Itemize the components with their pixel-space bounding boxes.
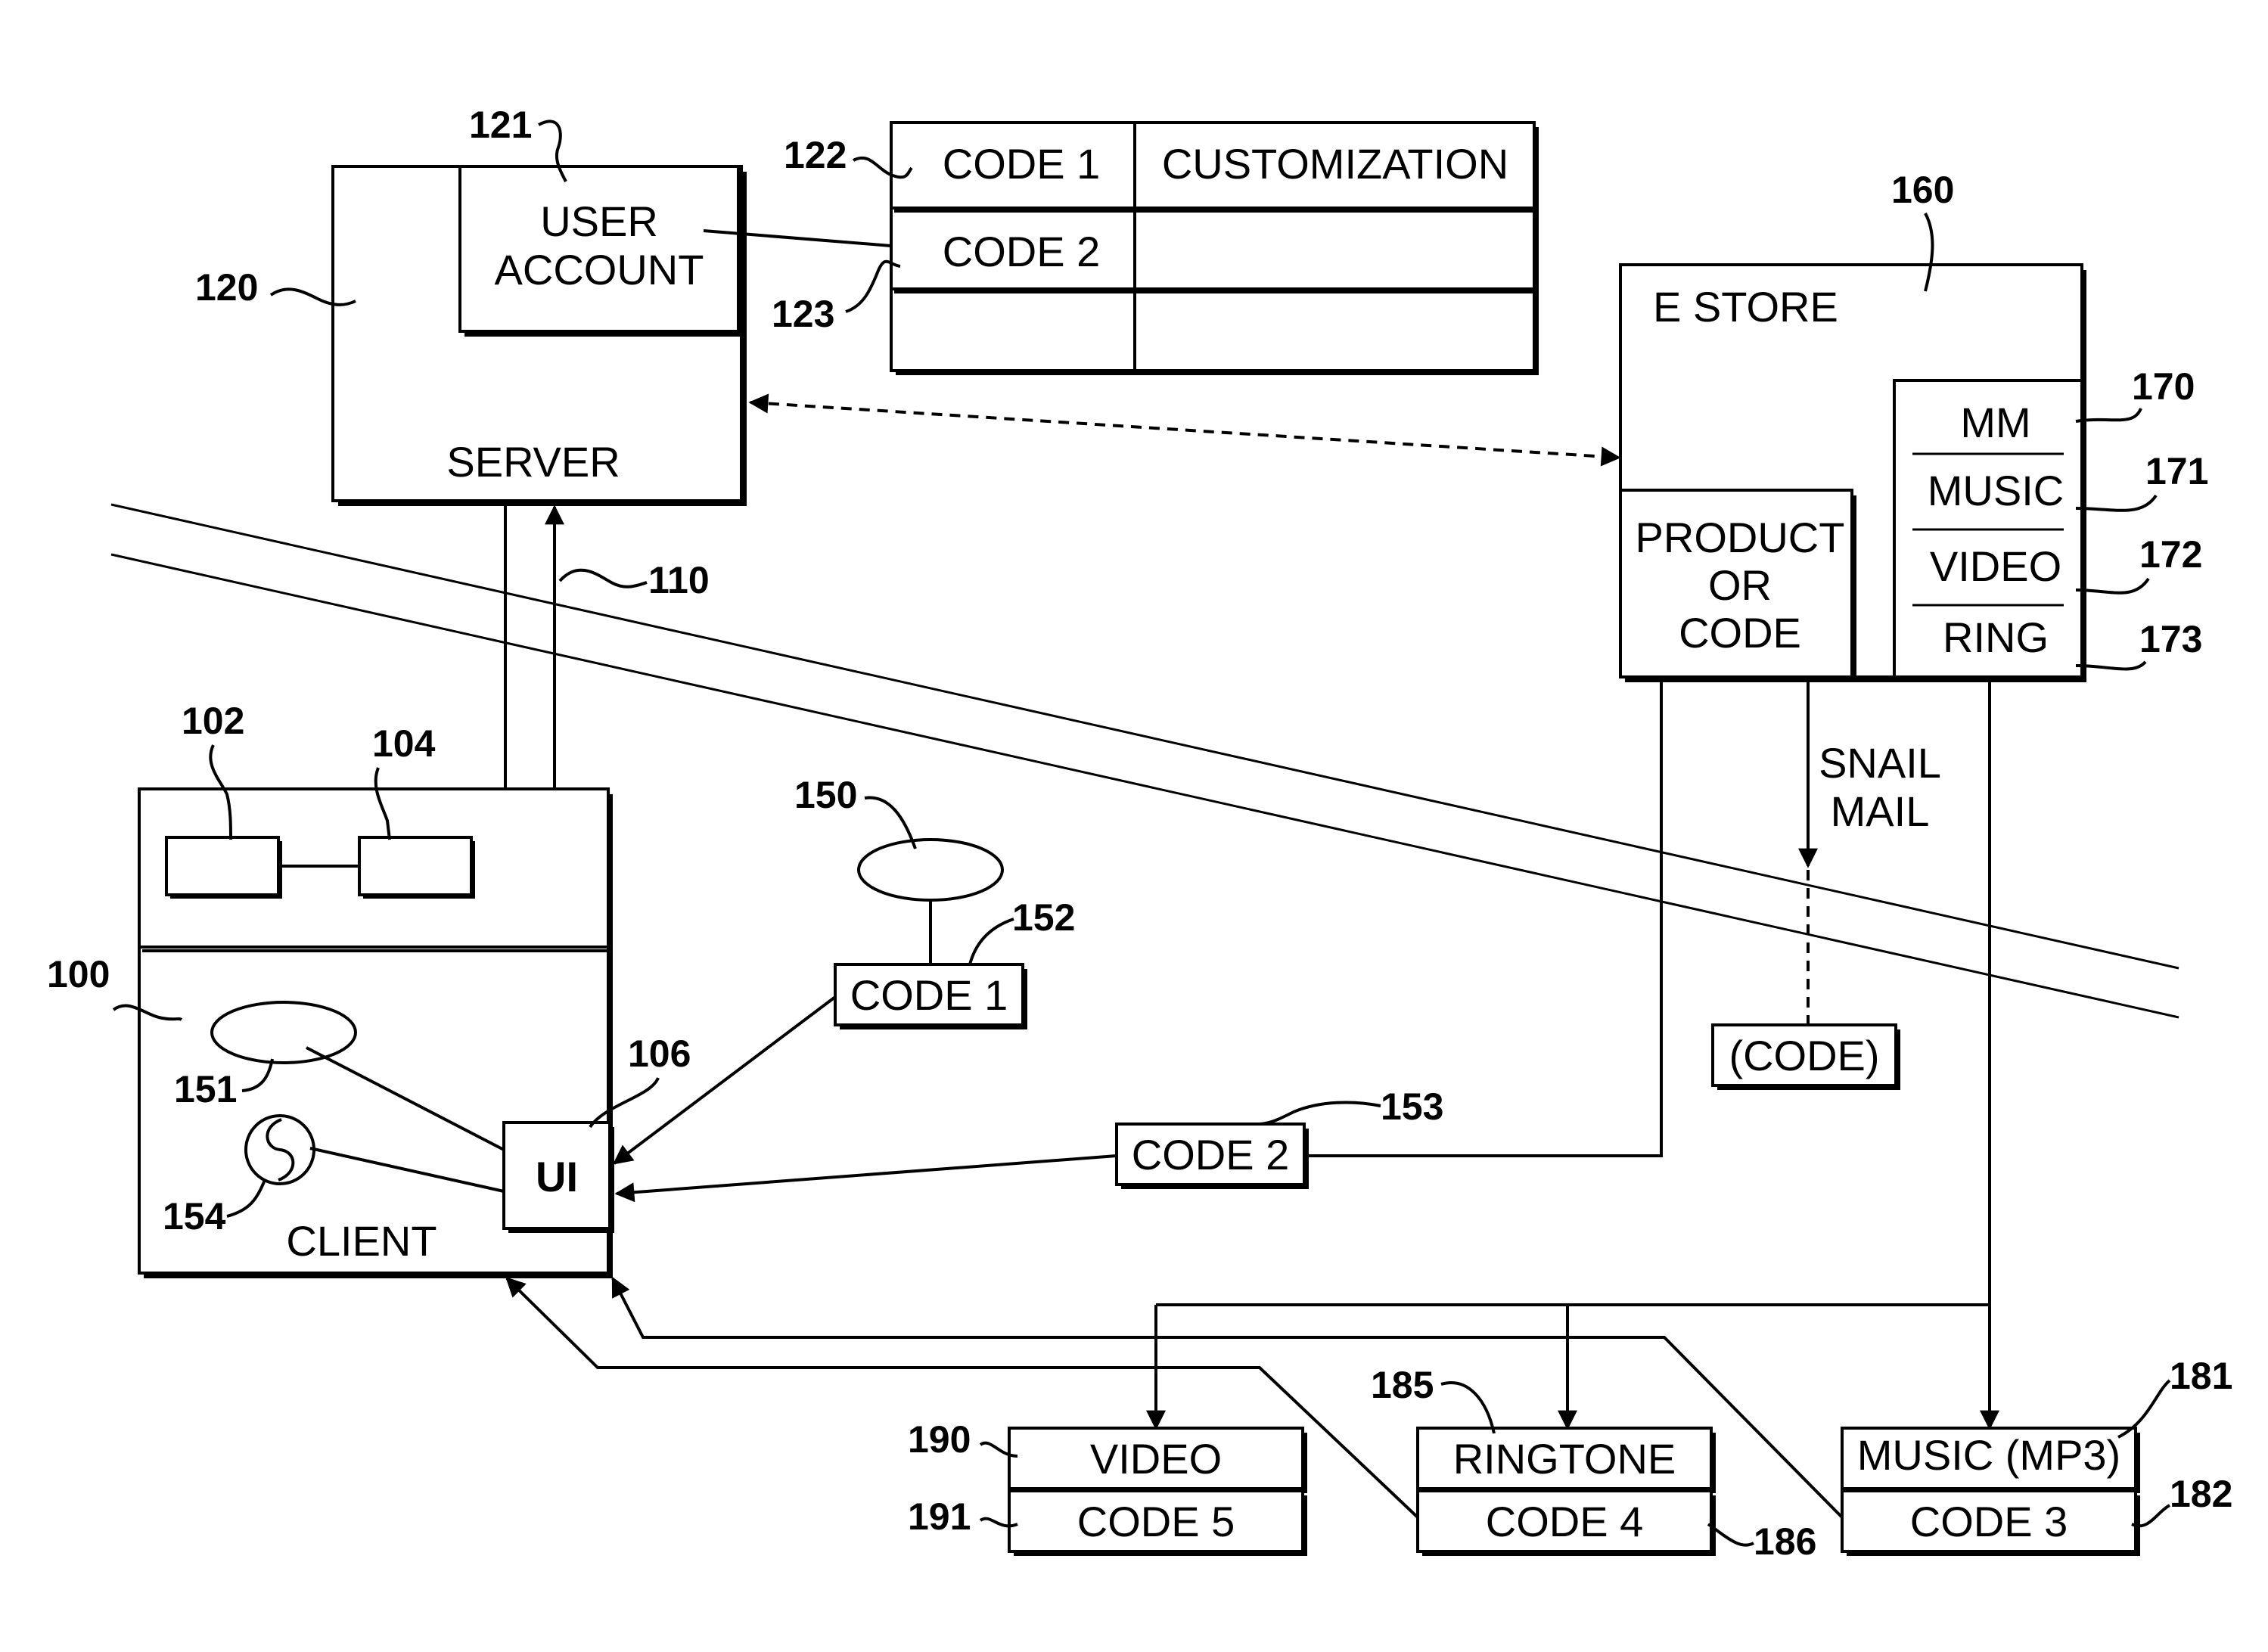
snail-mail-line1: SNAIL — [1819, 739, 1941, 787]
client-label: CLIENT — [286, 1217, 437, 1265]
delivery-ringtone-code-ref: 186 — [1754, 1520, 1816, 1563]
e-store-ref: 160 — [1891, 169, 1954, 211]
product-line1: PRODUCT — [1636, 514, 1845, 561]
delivery-video-item-ref: 190 — [908, 1418, 971, 1461]
ui-label: UI — [536, 1153, 578, 1200]
product-line2: OR — [1708, 561, 1772, 609]
block-b-ref: 104 — [372, 722, 436, 765]
e-store-label: E STORE — [1653, 283, 1838, 331]
ui-ref: 106 — [628, 1032, 691, 1075]
category-ring: RING — [1943, 613, 2049, 661]
delivery-video: VIDEO CODE 5 190 191 — [908, 1418, 1307, 1556]
user-account: USER ACCOUNT 121 — [460, 104, 743, 337]
snail-mail-code: (CODE) — [1729, 1032, 1879, 1079]
signal-ref: 154 — [163, 1195, 226, 1237]
delivery-ringtone-item-ref: 185 — [1371, 1364, 1434, 1406]
user-account-line2: ACCOUNT — [495, 246, 704, 293]
category-video: VIDEO — [1930, 542, 2061, 590]
delivery-ringtone: RINGTONE CODE 4 185 186 — [1371, 1364, 1816, 1563]
category-music: MUSIC — [1928, 467, 2064, 514]
code-table: CODE 1 CUSTOMIZATION CODE 2 122 123 — [704, 123, 1539, 375]
code-table-row1-code: CODE 1 — [943, 140, 1101, 188]
media-disc-icon — [859, 840, 1002, 900]
category-list: MM MUSIC VIDEO RING 170 171 172 173 — [1894, 365, 2208, 682]
block-a-ref: 102 — [182, 700, 244, 742]
category-mm: MM — [1960, 399, 2030, 446]
category-video-ref: 172 — [2139, 533, 2202, 576]
media-150: 150 CODE 1 152 — [614, 774, 1075, 1163]
code-table-ref-row1: 122 — [784, 134, 847, 176]
delivery-video-item: VIDEO — [1090, 1435, 1222, 1483]
media-code-label: CODE 1 — [850, 971, 1008, 1019]
server-estore-link — [750, 402, 1619, 458]
snail-mail-line2: MAIL — [1831, 787, 1930, 835]
delivery-video-code-ref: 191 — [908, 1495, 971, 1538]
product-or-code-box: PRODUCT OR CODE — [1620, 490, 1856, 682]
delivery-ringtone-item: RINGTONE — [1453, 1435, 1676, 1483]
code2-ref: 153 — [1381, 1085, 1443, 1128]
client: 102 104 151 154 UI 106 CLIENT 100 — [47, 700, 691, 1278]
server-label: SERVER — [446, 438, 620, 486]
code-table-row1-value: CUSTOMIZATION — [1162, 140, 1508, 188]
distribution-lines — [507, 682, 1990, 1517]
server-ref: 120 — [195, 266, 258, 309]
category-mm-ref: 170 — [2132, 365, 2195, 408]
category-music-ref: 171 — [2145, 450, 2208, 492]
delivery-music-item: MUSIC (MP3) — [1857, 1431, 2120, 1479]
media-ref: 150 — [794, 774, 857, 816]
delivery-music: MUSIC (MP3) CODE 3 181 182 — [1842, 1355, 2232, 1556]
network-ref: 110 — [648, 559, 710, 601]
disc-ref: 151 — [174, 1068, 237, 1110]
code2-label: CODE 2 — [1132, 1131, 1290, 1178]
delivery-video-code: CODE 5 — [1077, 1498, 1235, 1545]
category-ring-ref: 173 — [2139, 618, 2202, 660]
delivery-music-code-ref: 182 — [2170, 1473, 2232, 1515]
code-table-ref-row2: 123 — [772, 293, 834, 335]
client-ref: 100 — [47, 953, 110, 995]
code2-tag: CODE 2 153 — [617, 682, 1661, 1194]
product-line3: CODE — [1679, 609, 1801, 657]
snail-mail: SNAIL MAIL (CODE) — [1713, 682, 1941, 1090]
media-code-ref: 152 — [1012, 896, 1075, 939]
user-account-line1: USER — [540, 197, 658, 245]
delivery-music-item-ref: 181 — [2170, 1355, 2232, 1397]
code-table-row2-code: CODE 2 — [943, 228, 1101, 275]
user-account-ref: 121 — [469, 104, 532, 146]
delivery-music-code: CODE 3 — [1910, 1498, 2068, 1545]
delivery-ringtone-code: CODE 4 — [1486, 1498, 1644, 1545]
